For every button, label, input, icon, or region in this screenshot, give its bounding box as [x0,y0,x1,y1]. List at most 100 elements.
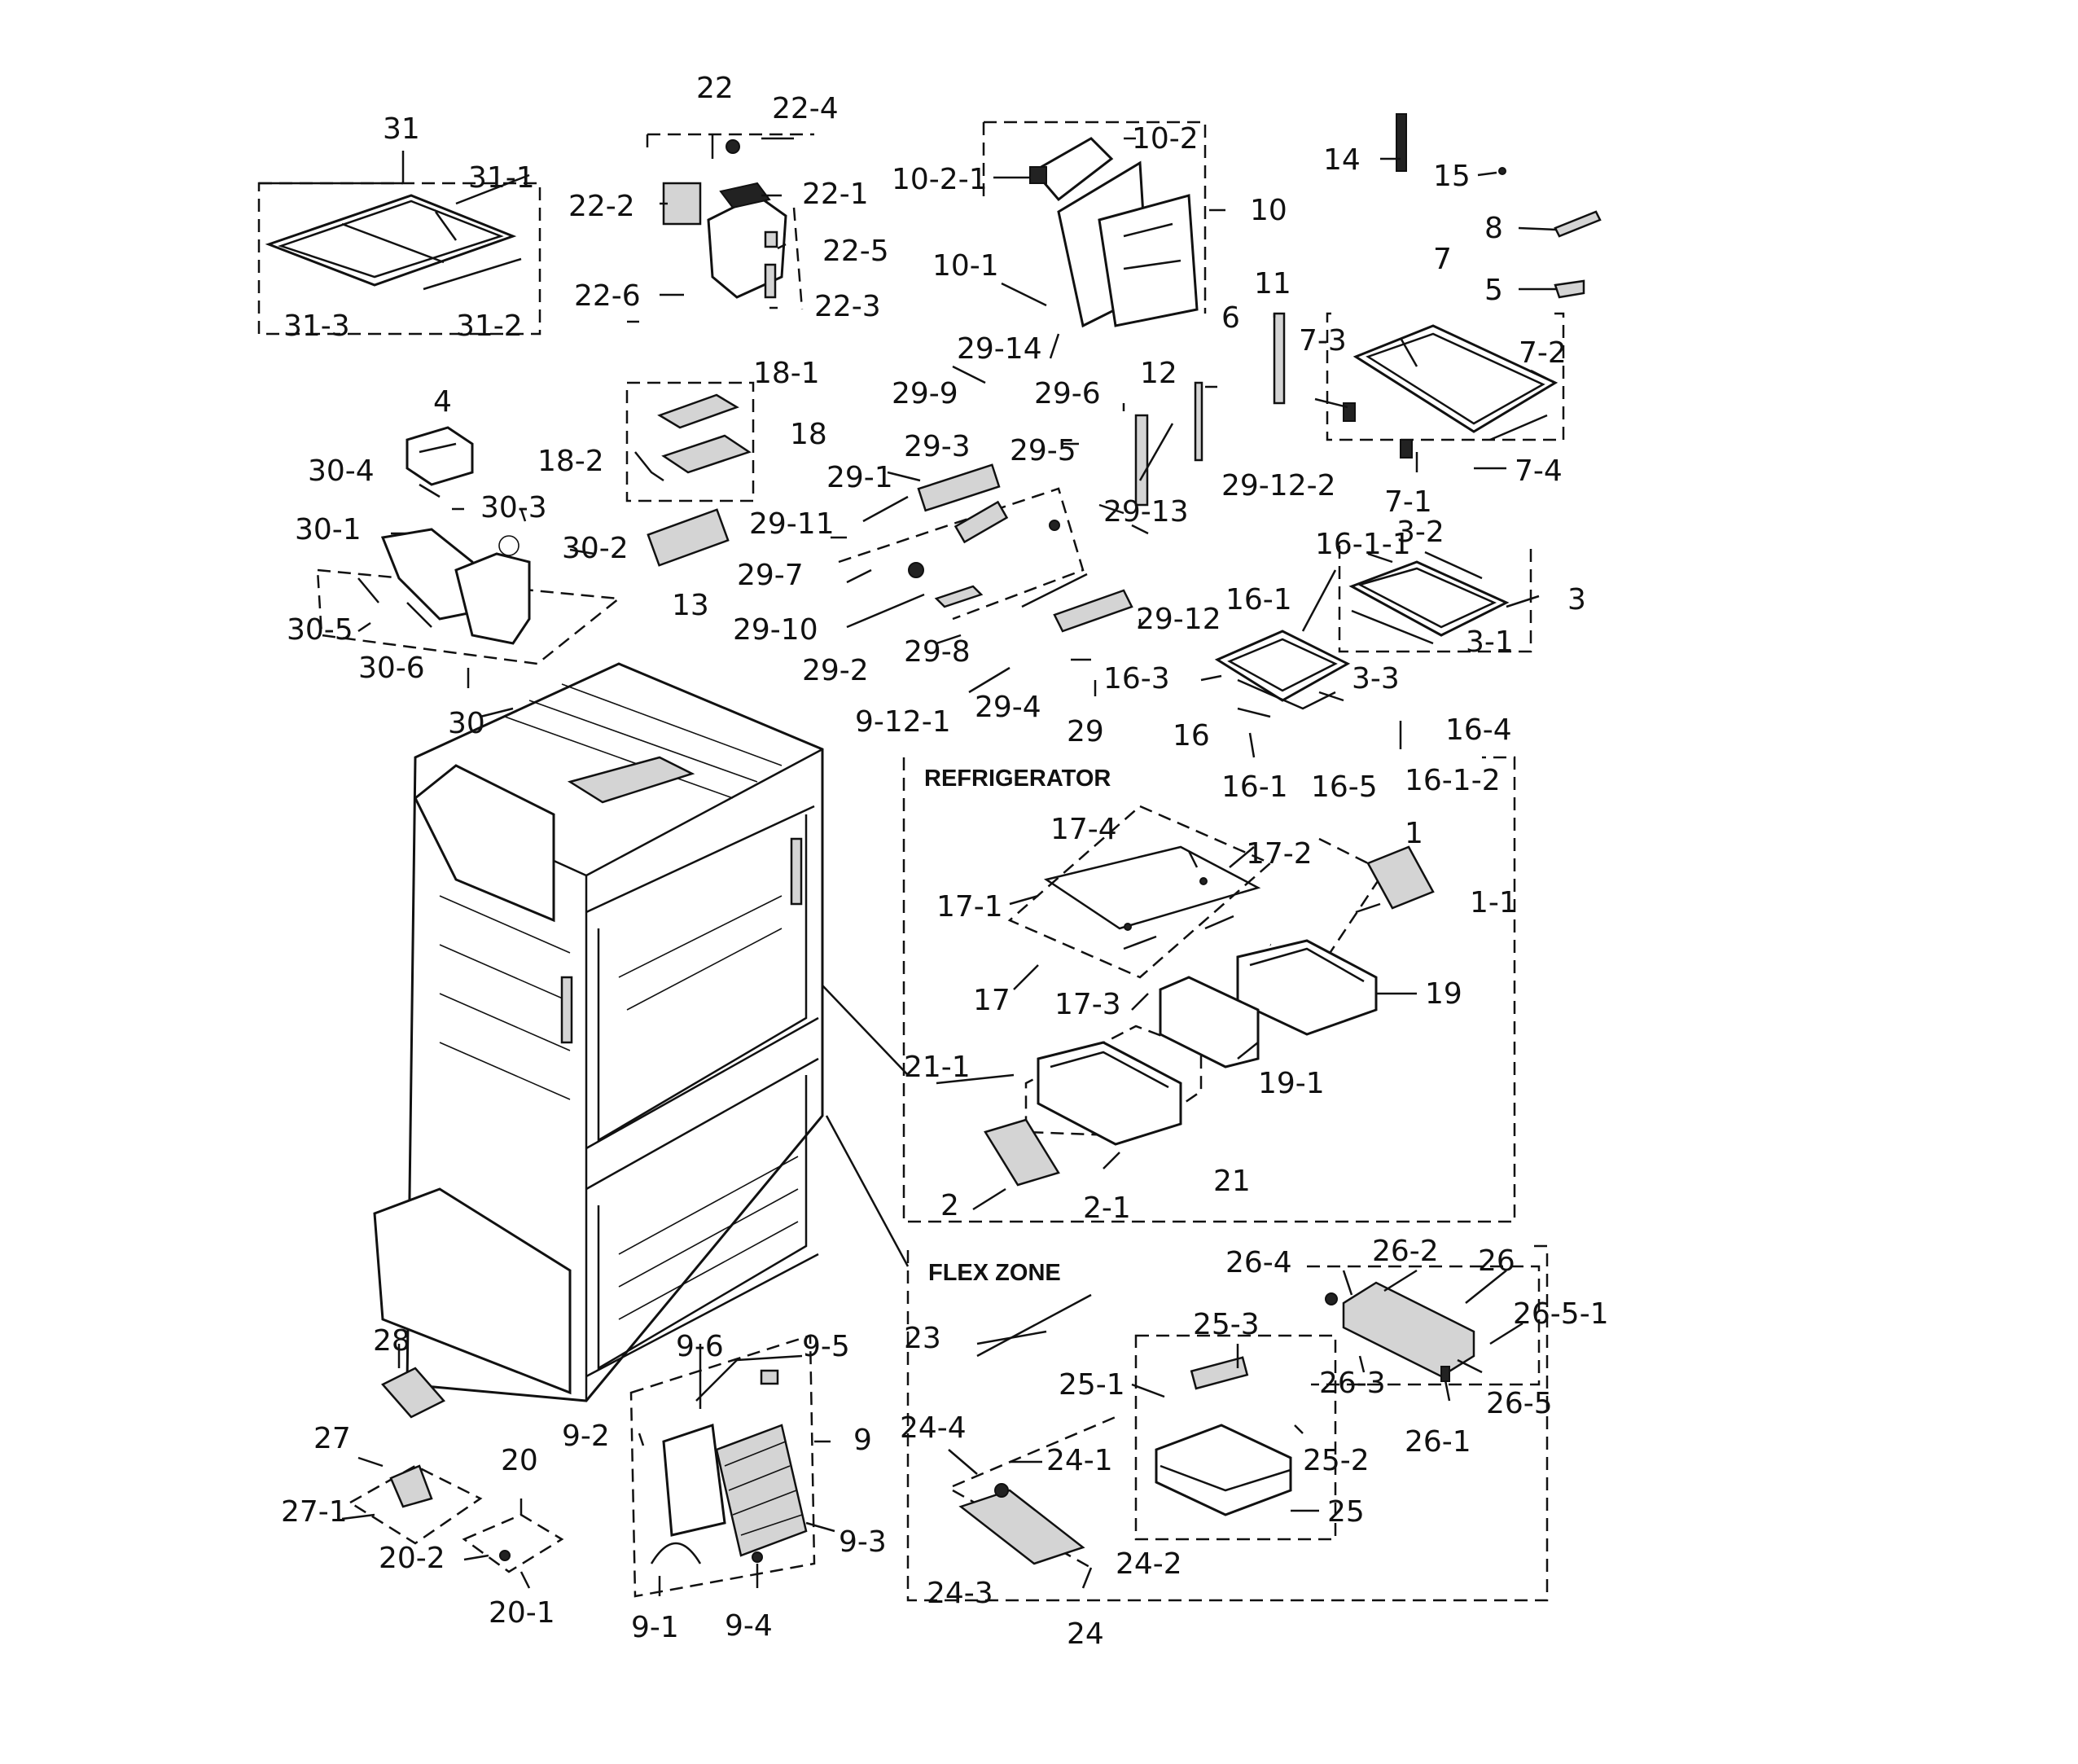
label-29: 29 [1067,715,1104,748]
label-22-1: 22-1 [802,178,869,211]
label-29-6: 29-6 [1034,377,1101,410]
label-30-2: 30-2 [562,532,629,565]
part-shelf-3 [1348,551,1510,645]
label-29-12-2: 29-12-2 [1221,469,1336,502]
label-22-3: 22-3 [814,290,881,323]
label-30: 30 [448,707,485,740]
label-25-3: 25-3 [1193,1308,1260,1341]
part-strips-11-12-14 [1134,113,1506,507]
label-19: 19 [1425,977,1462,1011]
part-assembly-29 [862,463,1133,633]
label-29-11: 29-11 [749,507,835,541]
label-12: 12 [1140,357,1177,390]
label-30-3: 30-3 [480,491,547,524]
label-31-2: 31-2 [456,309,523,343]
label-10-1: 10-1 [932,249,999,283]
label-10-2-1: 10-2-1 [892,163,988,196]
flex-zone-section-title: FLEX ZONE [928,1260,1061,1286]
label-16-4: 16-4 [1445,713,1512,747]
label-29-8: 29-8 [904,635,971,669]
label-24-2: 24-2 [1116,1547,1182,1581]
label-22-2: 22-2 [568,190,635,223]
label-21-1: 21-1 [904,1051,971,1084]
label-30-5: 30-5 [287,613,353,647]
label-17: 17 [973,984,1011,1017]
part-shelf-16 [1214,630,1351,710]
label-14: 14 [1323,143,1361,177]
label-26: 26 [1478,1244,1515,1278]
label-1-1: 1-1 [1470,886,1518,919]
cabinet-body [373,662,824,1402]
label-16-1-2: 16-1-2 [1405,764,1501,797]
label-29-1: 29-1 [826,461,893,494]
label-18-1: 18-1 [753,357,820,390]
label-29-13: 29-13 [1103,495,1189,529]
label-26-1: 26-1 [1405,1425,1471,1459]
label-25-1: 25-1 [1059,1368,1125,1402]
label-16-1: 16-1 [1225,583,1292,617]
label-9-4: 9-4 [725,1609,773,1643]
part-shelf-31 [265,194,522,291]
label-24-1: 24-1 [1046,1444,1113,1477]
label-17-3: 17-3 [1054,988,1121,1021]
part-small-27-28-20 [380,1367,511,1561]
label-3-2: 3-2 [1396,516,1445,549]
flex-zone-section: FLEX ZONE [906,1244,1549,1602]
label-29-4: 29-4 [975,691,1041,724]
label-20-2: 20-2 [379,1542,445,1575]
label-1: 1 [1405,817,1423,850]
label-29-2: 29-2 [802,654,869,687]
label-30-4: 30-4 [308,454,375,488]
part-drawers-19-21 [984,845,1435,1187]
part-auger-30 [357,426,531,645]
label-31-1: 31-1 [468,161,535,195]
label-20-1: 20-1 [489,1596,555,1630]
label-16-5: 16-5 [1311,770,1378,804]
label-13: 13 [672,589,709,622]
label-9-2: 9-2 [562,1420,610,1453]
label-7-1: 7-1 [1384,485,1432,519]
label-3: 3 [1567,583,1586,617]
label-21: 21 [1213,1165,1251,1198]
label-26-5-1: 26-5-1 [1513,1297,1609,1331]
label-26-2: 26-2 [1372,1235,1439,1268]
label-7: 7 [1433,243,1452,276]
label-29-14: 29-14 [957,332,1042,366]
label-26-4: 26-4 [1225,1246,1292,1279]
part-hinges-5-8 [1554,210,1602,299]
label-16-1-1: 16-1-1 [1315,528,1411,561]
label-27: 27 [313,1422,351,1455]
label-2-1: 2-1 [1083,1191,1131,1225]
label-25: 25 [1327,1495,1365,1529]
label-10-2: 10-2 [1132,122,1199,156]
label-29-3: 29-3 [904,430,971,463]
label-9-3: 9-3 [839,1525,887,1559]
label-24-3: 24-3 [927,1577,993,1610]
part-dispenser-10 [1029,137,1199,328]
label-4: 4 [433,385,452,419]
label-29-12: 29-12 [1136,603,1221,636]
part-shelf-17 [1043,845,1261,950]
label-7-2: 7-2 [1519,336,1567,370]
label-18: 18 [790,418,827,451]
label-25-2: 25-2 [1303,1444,1370,1477]
label-31-3: 31-3 [283,309,350,343]
label-9-6: 9-6 [676,1330,724,1363]
part-flex-zone-trays [958,1281,1475,1565]
label-6: 6 [1221,301,1240,335]
part-ice-maker-22 [662,139,787,299]
leader-lines [259,134,1558,1596]
label-26-3: 26-3 [1319,1367,1386,1400]
label-7-3: 7-3 [1299,324,1347,358]
label-9: 9 [853,1424,872,1457]
refrigerator-section: REFRIGERATOR [902,756,1516,1223]
label-17-4: 17-4 [1050,813,1117,846]
part-evaporator-9 [650,1369,808,1564]
label-7-4: 7-4 [1515,454,1563,488]
label-29-9: 29-9 [892,377,958,410]
refrigerator-section-title: REFRIGERATOR [924,766,1111,792]
label-24-4: 24-4 [900,1411,967,1445]
label-16: 16 [1173,719,1210,753]
label-2: 2 [940,1189,959,1222]
label-24: 24 [1067,1617,1104,1651]
